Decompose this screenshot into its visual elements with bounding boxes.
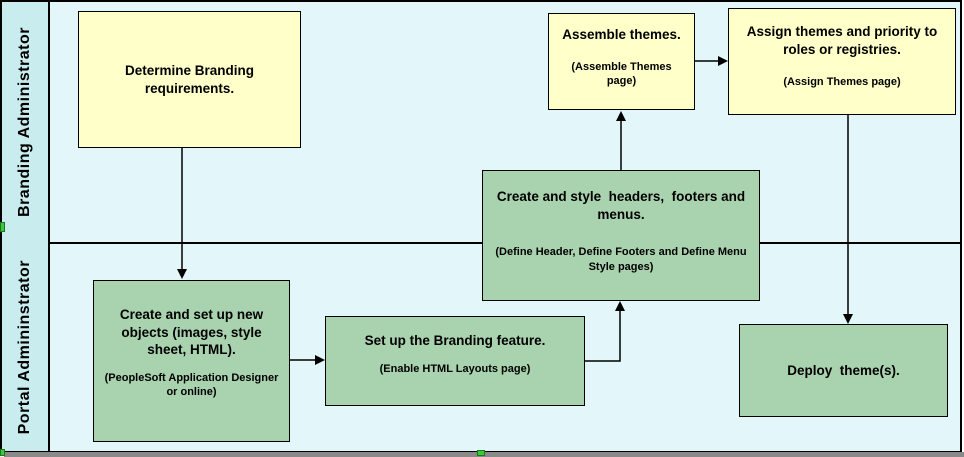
step-page-reference: (Enable HTML Layouts page) bbox=[379, 362, 531, 375]
step-deploy-themes: Deploy theme(s). bbox=[739, 324, 948, 417]
selection-handle-bottom-middle[interactable] bbox=[477, 450, 485, 456]
lane-label-branding-administrator: Branding Administrator bbox=[16, 27, 33, 217]
step-title: Deploy theme(s). bbox=[787, 362, 900, 378]
step-setup-branding-feature: Set up the Branding feature. (Enable HTM… bbox=[325, 316, 585, 406]
lane-branding-administrator: Branding Administrator bbox=[2, 2, 48, 242]
step-page-reference: (PeopleSoft Application Designer or onli… bbox=[104, 371, 282, 399]
step-title: Set up the Branding feature. bbox=[364, 333, 546, 348]
step-assign-themes: Assign themes and priority to roles or r… bbox=[728, 8, 956, 115]
step-create-style-headers-footers-menus: Create and style headers, footers and me… bbox=[482, 170, 760, 301]
step-page-reference: (Define Header, Define Footers and Defin… bbox=[495, 246, 750, 273]
step-page-reference: (Assemble Themes page) bbox=[571, 60, 675, 88]
step-create-new-objects: Create and set up new objects (images, s… bbox=[93, 280, 290, 442]
lane-label-portal-administrator: Portal Admininstrator bbox=[16, 260, 33, 435]
step-title: Determine Branding requirements. bbox=[124, 62, 258, 96]
lane-portal-administrator: Portal Admininstrator bbox=[2, 244, 48, 451]
step-assemble-themes: Assemble themes. (Assemble Themes page) bbox=[548, 13, 695, 110]
swimlane-divider bbox=[2, 242, 960, 244]
selection-handle-bottom-left[interactable] bbox=[0, 449, 5, 456]
step-page-reference: (Assign Themes page) bbox=[783, 76, 901, 89]
step-title: Create and set up new objects (images, s… bbox=[119, 307, 267, 358]
step-title: Assemble themes. bbox=[562, 27, 681, 42]
selection-handle-left-middle[interactable] bbox=[0, 222, 5, 232]
step-title: Assign themes and priority to roles or r… bbox=[746, 24, 942, 57]
step-title: Create and style headers, footers and me… bbox=[496, 189, 749, 222]
step-determine-requirements: Determine Branding requirements. bbox=[78, 11, 301, 148]
swimlane-label-strip bbox=[2, 2, 50, 451]
